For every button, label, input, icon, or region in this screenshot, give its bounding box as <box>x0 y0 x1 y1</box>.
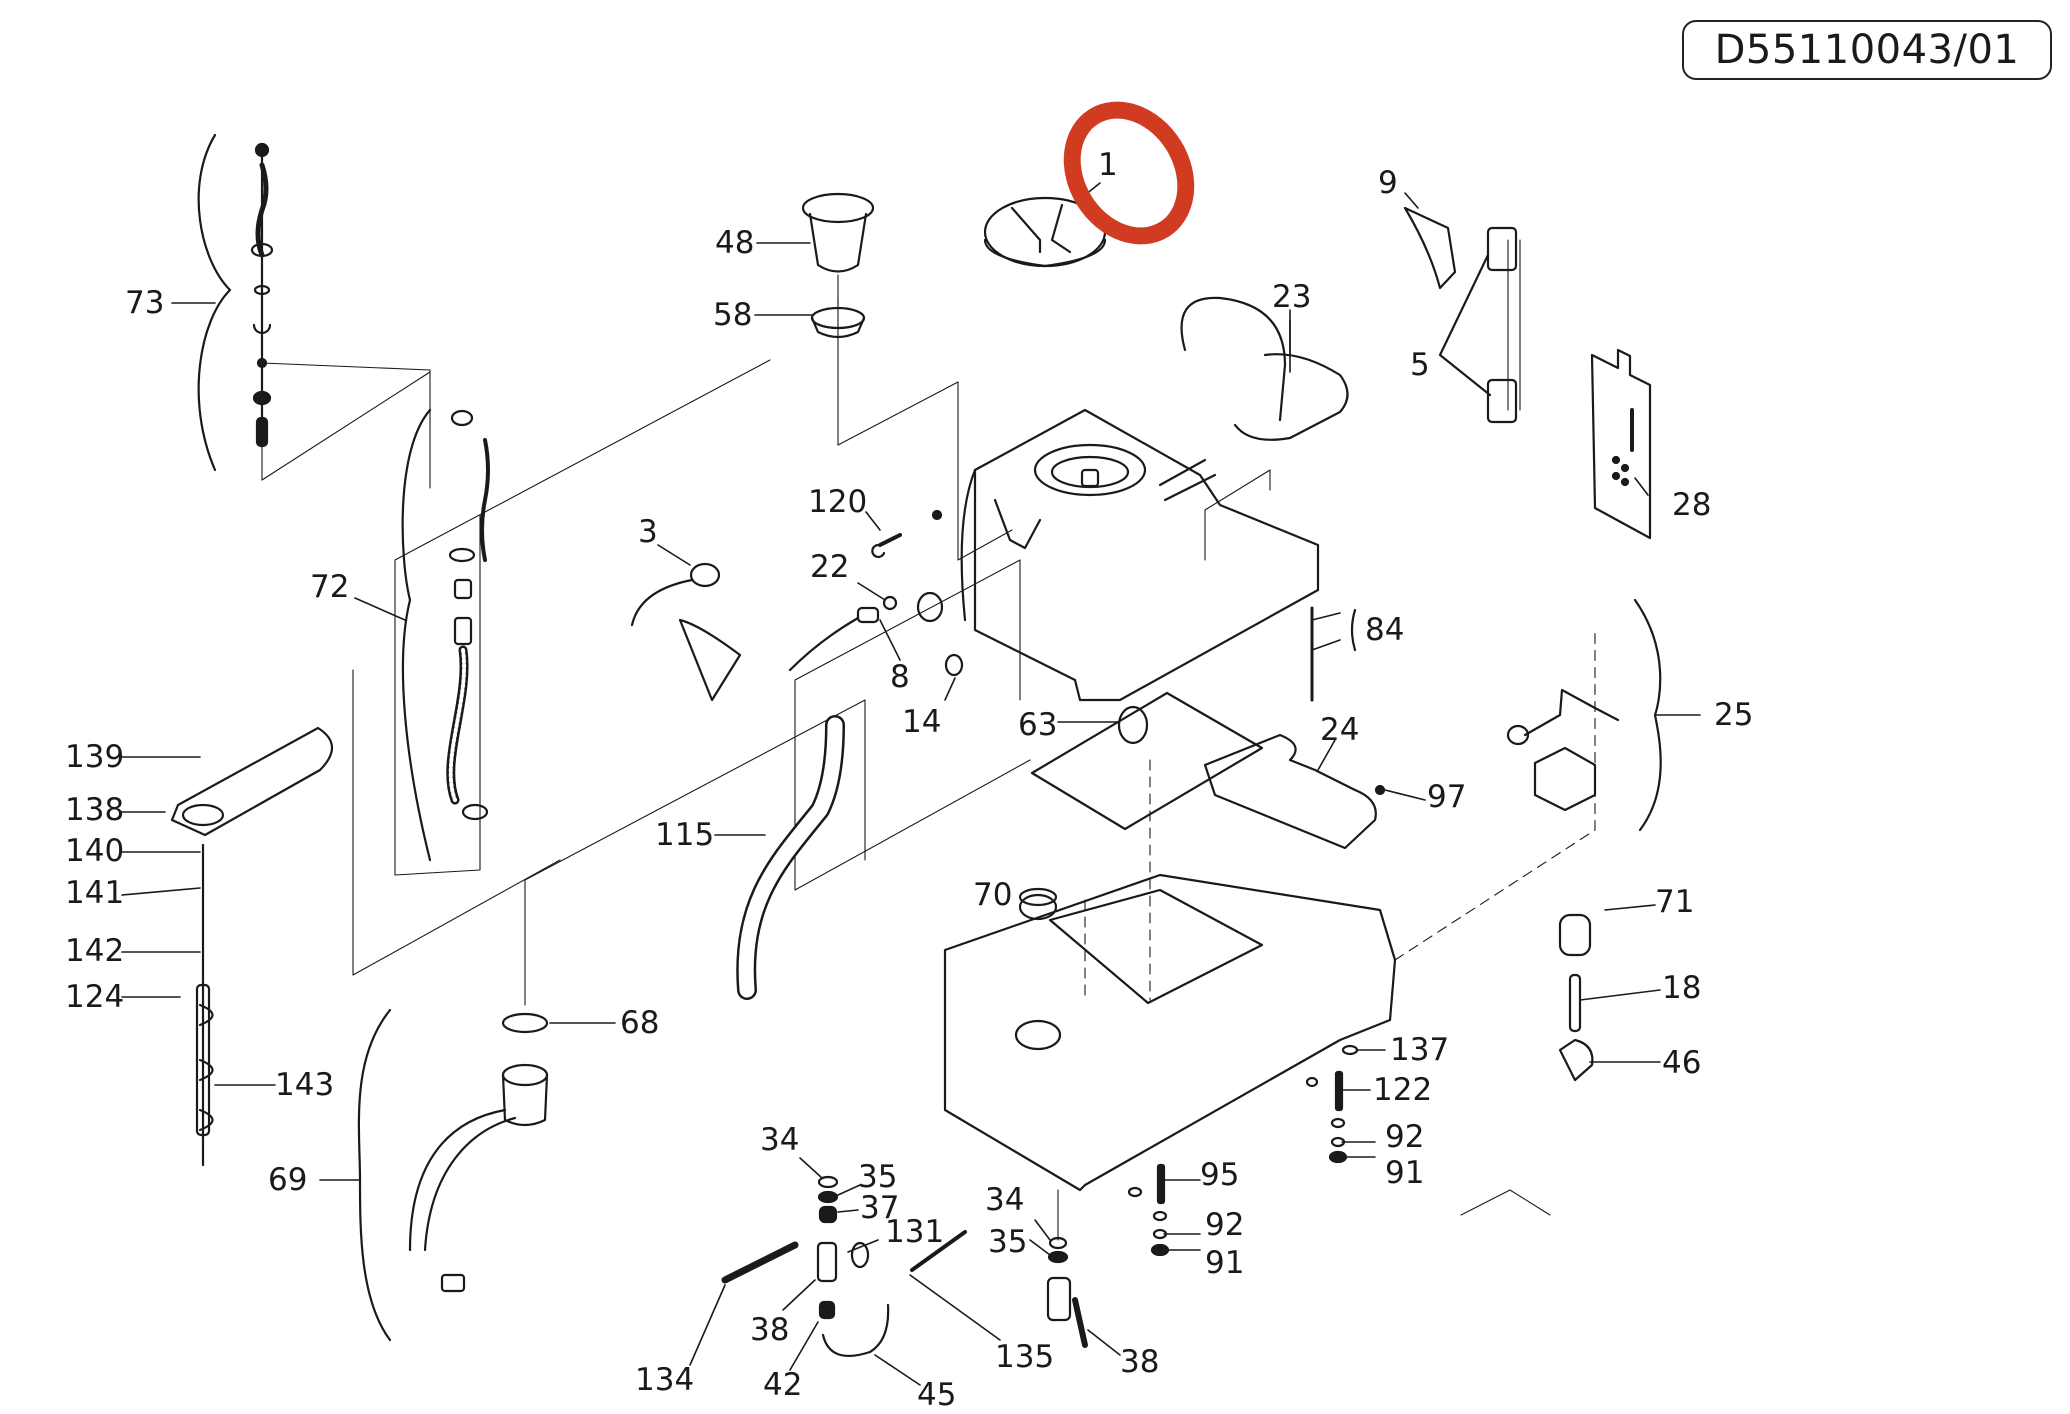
callout-48[interactable]: 48 <box>715 225 755 261</box>
assembly-guide-lines <box>261 239 1596 1216</box>
callout-24[interactable]: 24 <box>1320 712 1360 748</box>
callout-120[interactable]: 120 <box>808 484 868 520</box>
callout-97[interactable]: 97 <box>1427 779 1467 815</box>
callout-115[interactable]: 115 <box>655 817 715 853</box>
callout-72[interactable]: 72 <box>310 569 350 605</box>
callout-91-left[interactable]: 91 <box>1205 1245 1245 1281</box>
callout-9[interactable]: 9 <box>1378 165 1398 201</box>
callout-8[interactable]: 8 <box>890 659 910 695</box>
callout-37[interactable]: 37 <box>860 1190 900 1226</box>
callout-18[interactable]: 18 <box>1662 970 1702 1006</box>
callout-131[interactable]: 131 <box>885 1214 945 1250</box>
callout-91-right[interactable]: 91 <box>1385 1155 1425 1191</box>
callout-68[interactable]: 68 <box>620 1005 660 1041</box>
parts-71-18-46 <box>1558 913 1594 1082</box>
callout-38-right[interactable]: 38 <box>1120 1344 1160 1380</box>
callout-134[interactable]: 134 <box>635 1362 695 1398</box>
callout-142[interactable]: 142 <box>65 933 125 969</box>
callout-14[interactable]: 14 <box>902 704 942 740</box>
callout-141[interactable]: 141 <box>65 875 125 911</box>
callout-34-right[interactable]: 34 <box>985 1182 1025 1218</box>
document-code-box: D55110043/01 <box>1682 20 2052 80</box>
callout-5[interactable]: 5 <box>1410 347 1430 383</box>
callout-71[interactable]: 71 <box>1655 884 1695 920</box>
leader-lines <box>121 192 1701 1386</box>
callout-25[interactable]: 25 <box>1714 697 1754 733</box>
callout-63[interactable]: 63 <box>1018 707 1058 743</box>
part-25-crank-box <box>1506 598 1662 832</box>
part-28-plate <box>1590 348 1652 540</box>
callout-124[interactable]: 124 <box>65 979 125 1015</box>
callout-137[interactable]: 137 <box>1390 1032 1450 1068</box>
part-1-tank-cap <box>983 182 1107 268</box>
callout-42[interactable]: 42 <box>763 1367 803 1403</box>
callout-35-right[interactable]: 35 <box>988 1224 1028 1260</box>
callout-92-left[interactable]: 92 <box>1205 1207 1245 1243</box>
part-9-5-hinges <box>1403 206 1518 424</box>
callout-69[interactable]: 69 <box>268 1162 308 1198</box>
callout-45[interactable]: 45 <box>917 1377 957 1413</box>
callout-34-left[interactable]: 34 <box>760 1122 800 1158</box>
callout-1[interactable]: 1 <box>1098 147 1118 183</box>
callout-58[interactable]: 58 <box>713 297 753 333</box>
callout-23[interactable]: 23 <box>1272 279 1312 315</box>
callout-35-left[interactable]: 35 <box>858 1159 898 1195</box>
callout-122[interactable]: 122 <box>1373 1072 1433 1108</box>
callout-73[interactable]: 73 <box>125 285 165 321</box>
callout-135[interactable]: 135 <box>995 1339 1055 1375</box>
part-23-seat <box>1180 296 1349 441</box>
callout-140[interactable]: 140 <box>65 833 125 869</box>
document-code: D55110043/01 <box>1714 27 2020 73</box>
callout-38-left[interactable]: 38 <box>750 1312 790 1348</box>
callout-3[interactable]: 3 <box>638 514 658 550</box>
callout-92-right[interactable]: 92 <box>1385 1119 1425 1155</box>
callout-22[interactable]: 22 <box>810 549 850 585</box>
lower-tank-base <box>943 873 1397 1192</box>
part-72-drain-hose <box>401 408 490 862</box>
callout-138[interactable]: 138 <box>65 792 125 828</box>
part-115-elbow-pipe <box>736 715 845 1000</box>
valve-assembly-left <box>721 1175 967 1357</box>
small-parts-switches <box>630 509 964 702</box>
valve-assembly-right <box>1046 1189 1088 1348</box>
callout-95[interactable]: 95 <box>1200 1157 1240 1193</box>
callout-28[interactable]: 28 <box>1672 487 1712 523</box>
parts-63-24-84 <box>1030 606 1386 850</box>
upper-tank-body <box>960 408 1320 702</box>
part-48-58-funnel <box>801 192 875 339</box>
part-68-69-pump <box>357 1008 549 1342</box>
callout-139[interactable]: 139 <box>65 739 125 775</box>
callout-46[interactable]: 46 <box>1662 1045 1702 1081</box>
part-138-tray-stem <box>170 726 334 1167</box>
part-73-chain-plug <box>197 133 274 472</box>
callout-70[interactable]: 70 <box>973 877 1013 913</box>
studs-and-washers <box>1127 1044 1359 1257</box>
callout-143[interactable]: 143 <box>275 1067 335 1103</box>
callout-84[interactable]: 84 <box>1365 612 1405 648</box>
